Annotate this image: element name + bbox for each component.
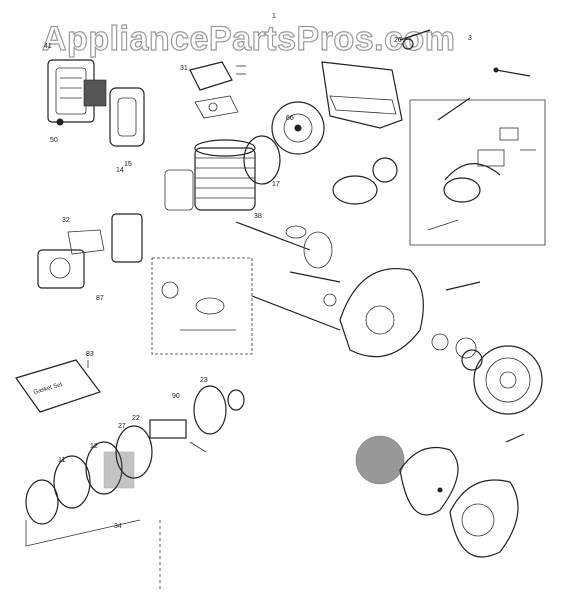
flywheel <box>461 345 543 415</box>
callout-12: 12 <box>90 443 98 450</box>
muffler <box>47 59 145 147</box>
callout-26: 26 <box>394 37 402 44</box>
callout-11: 11 <box>58 457 65 464</box>
callout-22: 22 <box>132 415 140 422</box>
callout-38: 38 <box>254 213 262 220</box>
watermark-text: AppliancePartsPros.com <box>42 20 455 58</box>
carburetor <box>37 213 143 289</box>
callout-41: 41 <box>44 43 52 50</box>
callout-27: 27 <box>118 423 126 430</box>
reed-plate <box>189 61 246 119</box>
callout-1: 1 <box>272 13 276 20</box>
inset-detail-box-small <box>151 257 341 355</box>
callout-66: 66 <box>286 115 294 122</box>
callout-34: 34 <box>114 523 122 530</box>
cylinder <box>164 139 256 211</box>
callout-23: 23 <box>200 377 208 384</box>
callout-90: 90 <box>172 393 180 400</box>
callout-50: 50 <box>50 137 58 144</box>
callout-31: 31 <box>180 65 188 72</box>
callout-15: 15 <box>124 161 132 168</box>
callout-32: 32 <box>62 217 70 224</box>
callout-3: 3 <box>468 35 472 42</box>
recoil-starter <box>355 433 525 558</box>
gasket-set-envelope: Gasket Set <box>15 359 101 413</box>
mounting-bracket <box>321 29 531 129</box>
crankshaft-assembly <box>235 157 398 307</box>
gasket-set-label: Gasket Set <box>33 382 64 396</box>
air-filter-assembly <box>25 385 245 590</box>
cylinder-cover <box>243 101 325 185</box>
callout-87: 87 <box>96 295 104 302</box>
callout-labels: 1 3 26 41 50 31 15 32 38 17 87 23 83 22 … <box>44 13 472 530</box>
callout-17: 17 <box>272 181 280 188</box>
callout-83: 83 <box>86 351 94 358</box>
inset-detail-box <box>409 97 546 246</box>
crankcase <box>339 268 481 359</box>
callout-14: 14 <box>116 167 124 174</box>
